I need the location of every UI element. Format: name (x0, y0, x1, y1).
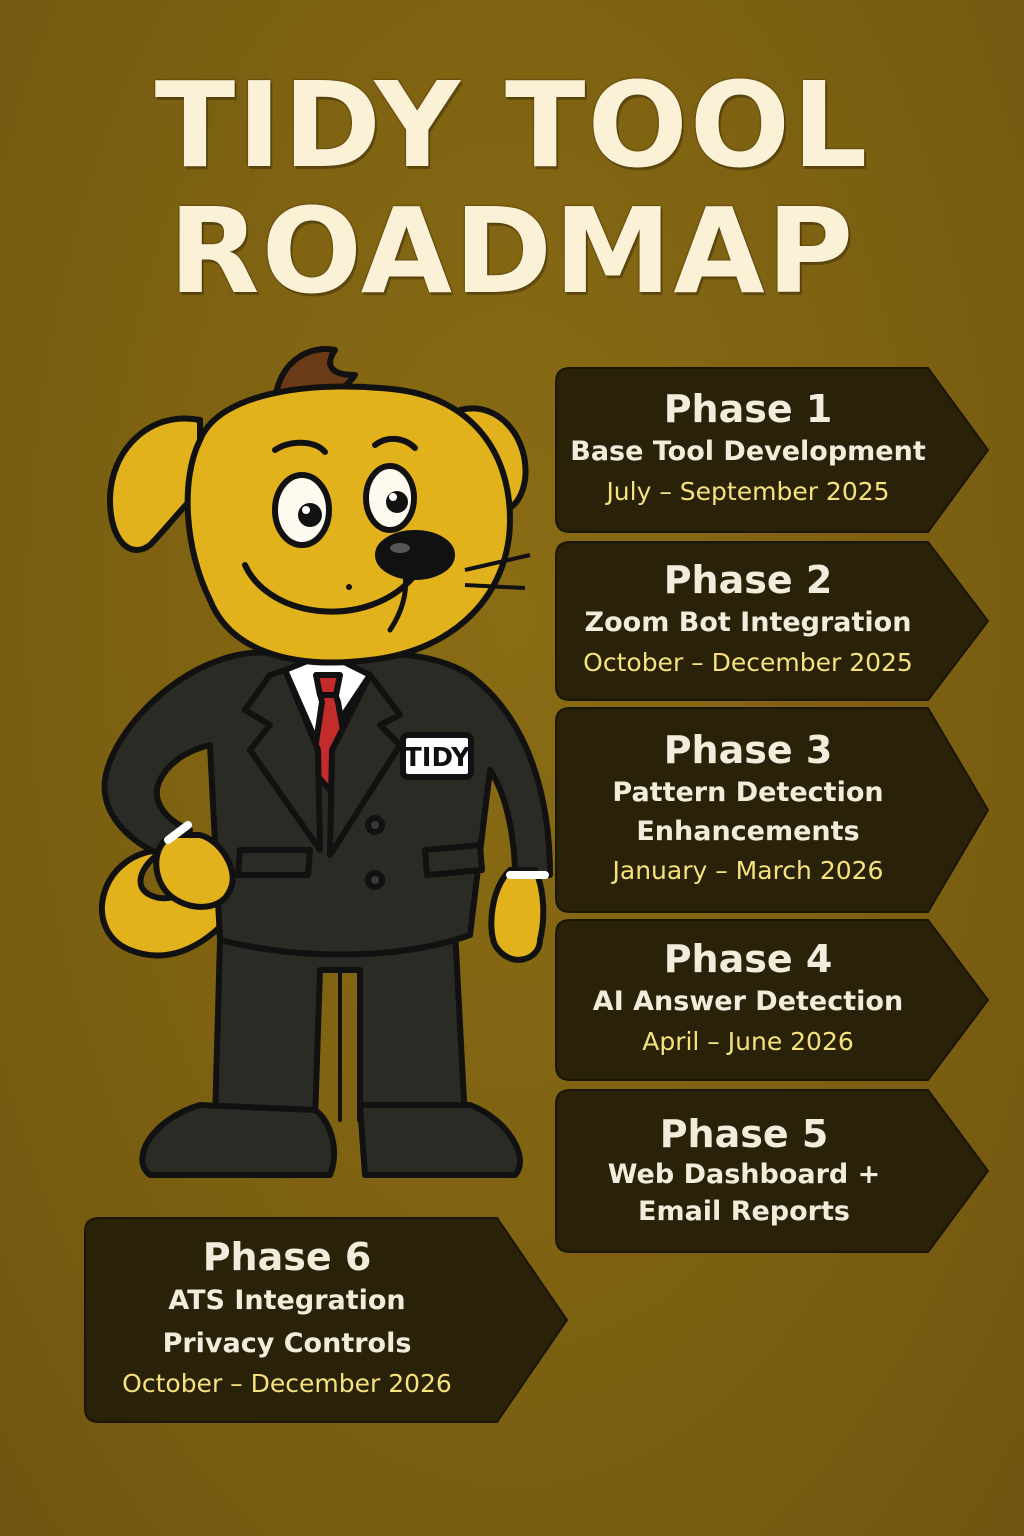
phase-card-1: Phase 1 Base Tool Development July – Sep… (555, 367, 990, 533)
phase-card-4: Phase 4 AI Answer Detection April – June… (555, 919, 990, 1081)
page-title-line-1: TIDY TOOL (154, 56, 870, 194)
phase-4-dates: April – June 2026 (642, 1027, 854, 1057)
phase-card-5: Phase 5 Web Dashboard + Email Reports (555, 1089, 990, 1253)
arrow-card-shape-icon (555, 367, 990, 533)
phase-3-label: Phase 3 (663, 728, 833, 772)
phase-3-dates: January – March 2026 (612, 855, 884, 885)
dog-mascot-in-suit-icon: TIDY (99, 346, 553, 1178)
mascot-badge-text: TIDY (404, 743, 471, 773)
phase-2-name: Zoom Bot Integration (584, 606, 912, 638)
arrow-card-shape-icon (555, 919, 990, 1081)
arrow-card-shape-icon (555, 1089, 990, 1253)
phase-card-6: Phase 6 ATS Integration Privacy Controls… (84, 1217, 569, 1423)
phase-5-name-line-1: Web Dashboard + (607, 1159, 881, 1191)
phase-6-name-line-2: Privacy Controls (162, 1327, 412, 1359)
phase-3-name-line-2: Enhancements (636, 816, 860, 848)
phase-6-dates: October – December 2026 (122, 1369, 452, 1399)
phase-2-label: Phase 2 (663, 557, 833, 602)
arrow-card-shape-icon (555, 541, 990, 701)
phase-4-name: AI Answer Detection (592, 985, 904, 1017)
phase-5-name-line-2: Email Reports (638, 1195, 850, 1227)
phase-4-label: Phase 4 (663, 936, 833, 981)
phase-6-name-line-1: ATS Integration (168, 1285, 406, 1317)
phase-6-label: Phase 6 (202, 1234, 372, 1279)
phase-1-dates: July – September 2025 (606, 477, 890, 507)
phase-2-dates: October – December 2025 (583, 648, 913, 678)
phase-card-3: Phase 3 Pattern Detection Enhancements J… (555, 707, 990, 913)
page-title-line-2: ROADMAP (168, 182, 856, 320)
phase-1-name: Base Tool Development (570, 435, 926, 467)
phase-1-label: Phase 1 (663, 386, 833, 431)
phase-5-label: Phase 5 (659, 1112, 829, 1157)
phase-card-2: Phase 2 Zoom Bot Integration October – D… (555, 541, 990, 701)
arrow-card-shape-icon (555, 707, 990, 913)
arrow-card-shape-icon (84, 1217, 569, 1423)
phase-3-name-line-1: Pattern Detection (612, 776, 884, 808)
